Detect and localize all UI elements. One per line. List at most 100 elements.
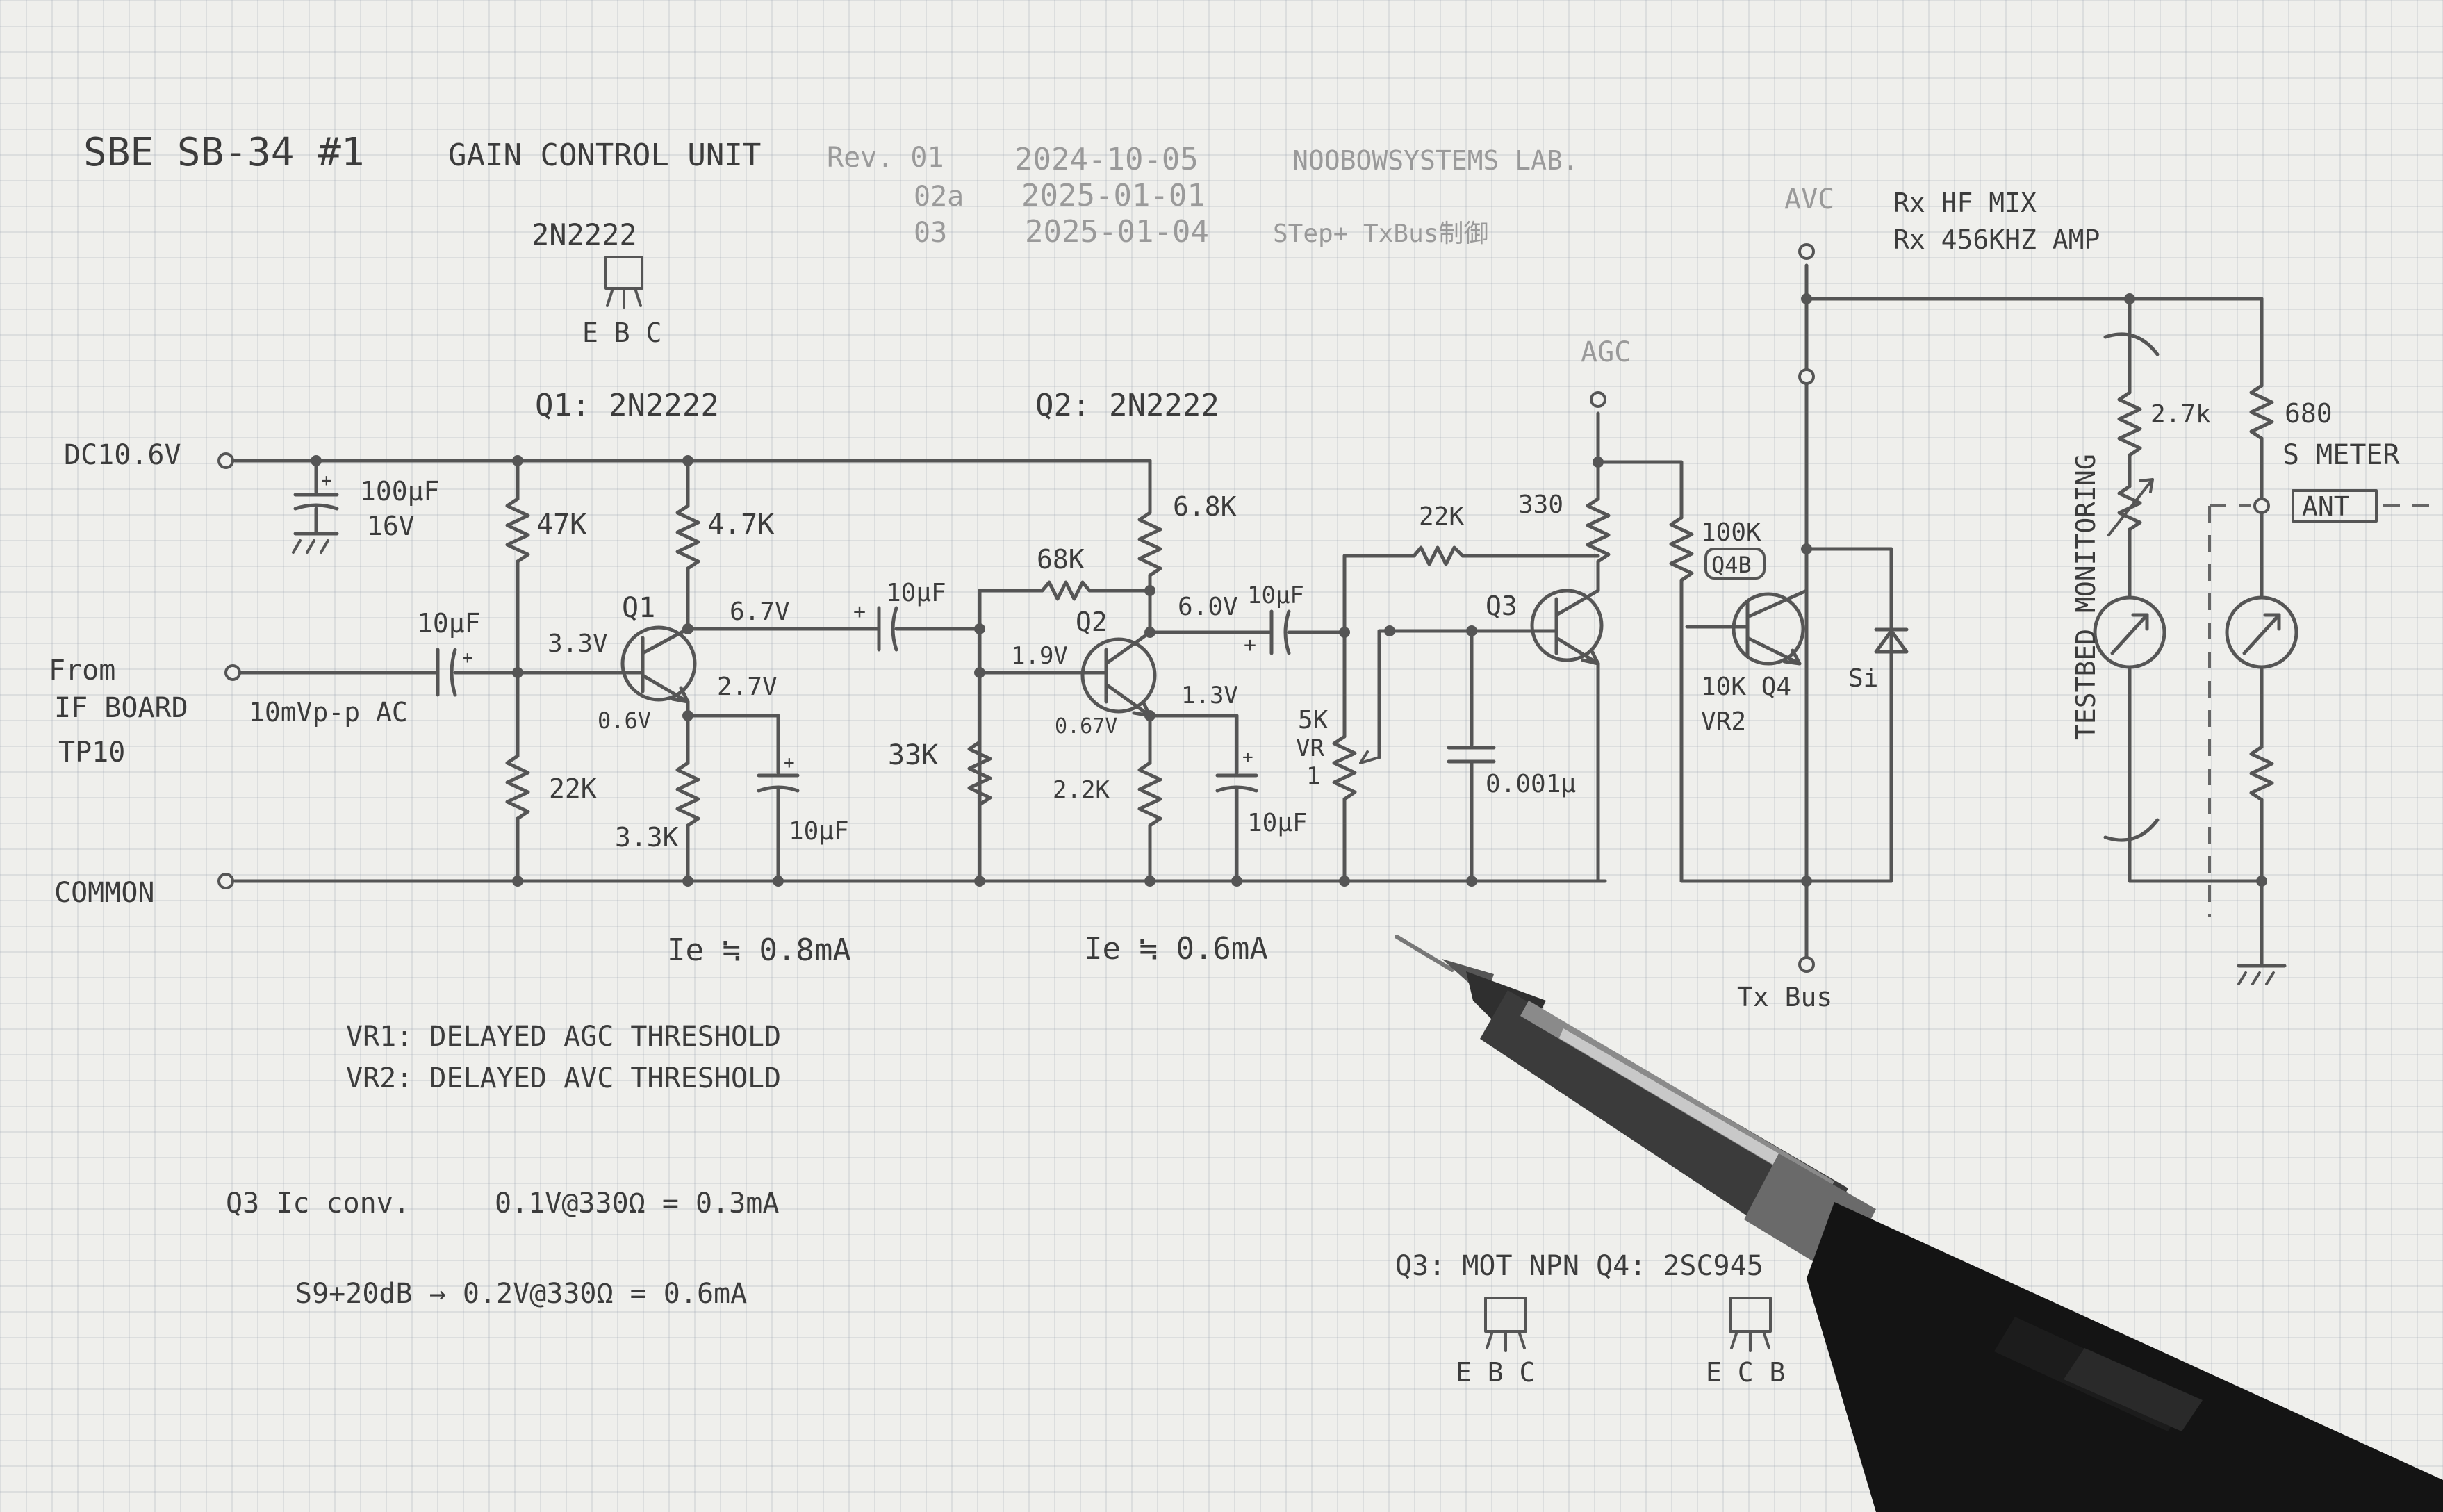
resistor-22k-b [1342,545,1600,566]
q3-q4-pinout-caption: Q3: MOT NPN Q4: 2SC945 [1395,1250,1763,1282]
r-100k-label: 100K [1701,518,1761,547]
q3-pinout-icon [1484,1297,1527,1352]
svg-text:+: + [1244,633,1256,657]
r-33k-label: 33K [888,739,938,771]
resistor-3k3 [675,714,700,883]
mechanical-pencil-icon [1395,935,2443,1512]
r-68k-label: 68K [1037,544,1085,575]
interstage-capacitor-1: + [853,600,982,652]
testbed-meter-icon [2093,595,2166,829]
bracket-bottom [2103,818,2160,842]
diode-wire [1804,547,1893,883]
c-0001u-label: 0.001μ [1486,770,1576,798]
r-3k3-label: 3.3K [615,822,679,853]
resistor-330 [1586,497,1611,593]
pinout-part-label: 2N2222 [532,217,637,252]
c-q1e-label: 10μF [789,817,849,846]
ant-label: ANT [2302,491,2350,522]
q2-transistor-icon [1080,630,1157,718]
svg-text:+: + [321,470,332,491]
q3-transistor-icon [1530,589,1604,666]
agc-terminal [1590,391,1606,408]
subtitle: GAIN CONTROL UNIT [448,138,761,173]
svg-text:+: + [1242,747,1253,768]
vr2-potentiometer-icon [1669,516,1732,883]
q2-label: Q2 [1076,607,1108,637]
q3-label: Q3 [1486,591,1517,621]
pinout-pins-ebc: E B C [582,318,661,348]
dc-input-label: DC10.6V [64,439,181,471]
rev-01-date: 2024-10-05 [1014,142,1199,177]
rev-03-note: STep+ TxBus制御 [1273,220,1488,248]
q1-title: Q1: 2N2222 [535,388,719,423]
resistor-680 [2249,384,2274,501]
resistor-33k [967,740,992,807]
q2-collector-voltage: 6.0V [1178,593,1238,621]
input-level-label: 10mVp-p AC [249,697,408,728]
avc-terminal [1798,243,1815,260]
r-330-label: 330 [1518,491,1563,519]
c-in-label: 10μF [417,608,481,639]
q1-transistor-icon [620,625,697,704]
ant-switch-node [2253,498,2270,514]
q1-label: Q1 [622,592,655,624]
rx-456-label: Rx 456KHZ AMP [1893,224,2100,255]
q2-title: Q2: 2N2222 [1035,388,1219,423]
r-22k-b-label: 22K [1419,502,1464,531]
q1-be-voltage: 0.6V [598,707,651,734]
q1-base-voltage: 3.3V [548,630,608,658]
q3-pinout-pins: E B C [1456,1357,1535,1388]
avc-label: AVC [1784,183,1834,215]
dc-input-terminal [217,452,234,469]
q4-pinout-pins: E C B [1706,1357,1785,1388]
capacitor-0001u [1447,629,1496,883]
tp10-label: TP10 [58,737,125,769]
vr2-feed-wire [1596,460,1684,520]
c-q1c-label: 10μF [886,579,946,607]
q4-label: 10K Q4 [1701,673,1791,701]
rx-hf-mix-label: Rx HF MIX [1893,188,2037,218]
vr2-label: VR2 [1701,707,1746,736]
r-680-label: 680 [2285,398,2333,429]
note-vr2: VR2: DELAYED AVC THRESHOLD [346,1062,781,1094]
q2-emitter-voltage: 1.3V [1181,682,1238,709]
tx-bus-terminal [1798,956,1815,973]
agc-label: AGC [1581,336,1631,368]
si-diode-icon [1874,627,1909,654]
revision-block: Rev. 01 2024-10-05 NOOBOWSYSTEMS LAB. 02… [827,142,1579,249]
c-q2c-label: 10μF [1247,582,1304,609]
resistor-68k [978,580,1152,601]
resistor-2k7 [2117,391,2142,488]
rev-03: 03 [914,217,947,249]
c-100uf-label: 100μF [360,476,439,507]
svg-text:+: + [784,753,795,773]
q2-be-voltage: 0.67V [1055,714,1117,739]
tx-bus-label: Tx Bus [1737,982,1832,1012]
if-board-label: IF BOARD [54,692,188,724]
resistor-22k [505,754,530,883]
note-q3-eq2: S9+20dB → 0.2V@330Ω = 0.6mA [295,1278,747,1310]
input-capacitor: + [238,648,520,697]
svg-text:+: + [462,648,473,668]
common-label: COMMON [54,877,155,909]
from-label: From [49,655,115,687]
s-meter-icon [2225,595,2298,749]
r-47k-label: 47K [536,509,586,541]
trimmer-resistor-icon [2107,478,2154,600]
vr1-index-label: 1 [1306,762,1320,790]
note-q3-eq1: 0.1V@330Ω = 0.3mA [495,1188,779,1219]
r-2k7-label: 2.7k [2150,400,2211,429]
q1-emitter-current: Ie ≒ 0.8mA [667,932,851,968]
r-22k-label: 22K [549,773,597,804]
q1-collector-voltage: 6.7V [730,598,790,626]
si-label: Si [1848,664,1878,693]
q2-emitter-capacitor: + [1215,714,1258,883]
resistor-meter-shunt [2249,745,2274,883]
q4-pinout-icon [1729,1297,1772,1352]
q4b-label: Q4B [1711,552,1752,578]
to92-pinout-icon [604,256,643,309]
if-input-terminal [224,664,241,681]
ground-icon [2237,964,2287,985]
interstage-capacitor-2: + [1244,609,1347,657]
